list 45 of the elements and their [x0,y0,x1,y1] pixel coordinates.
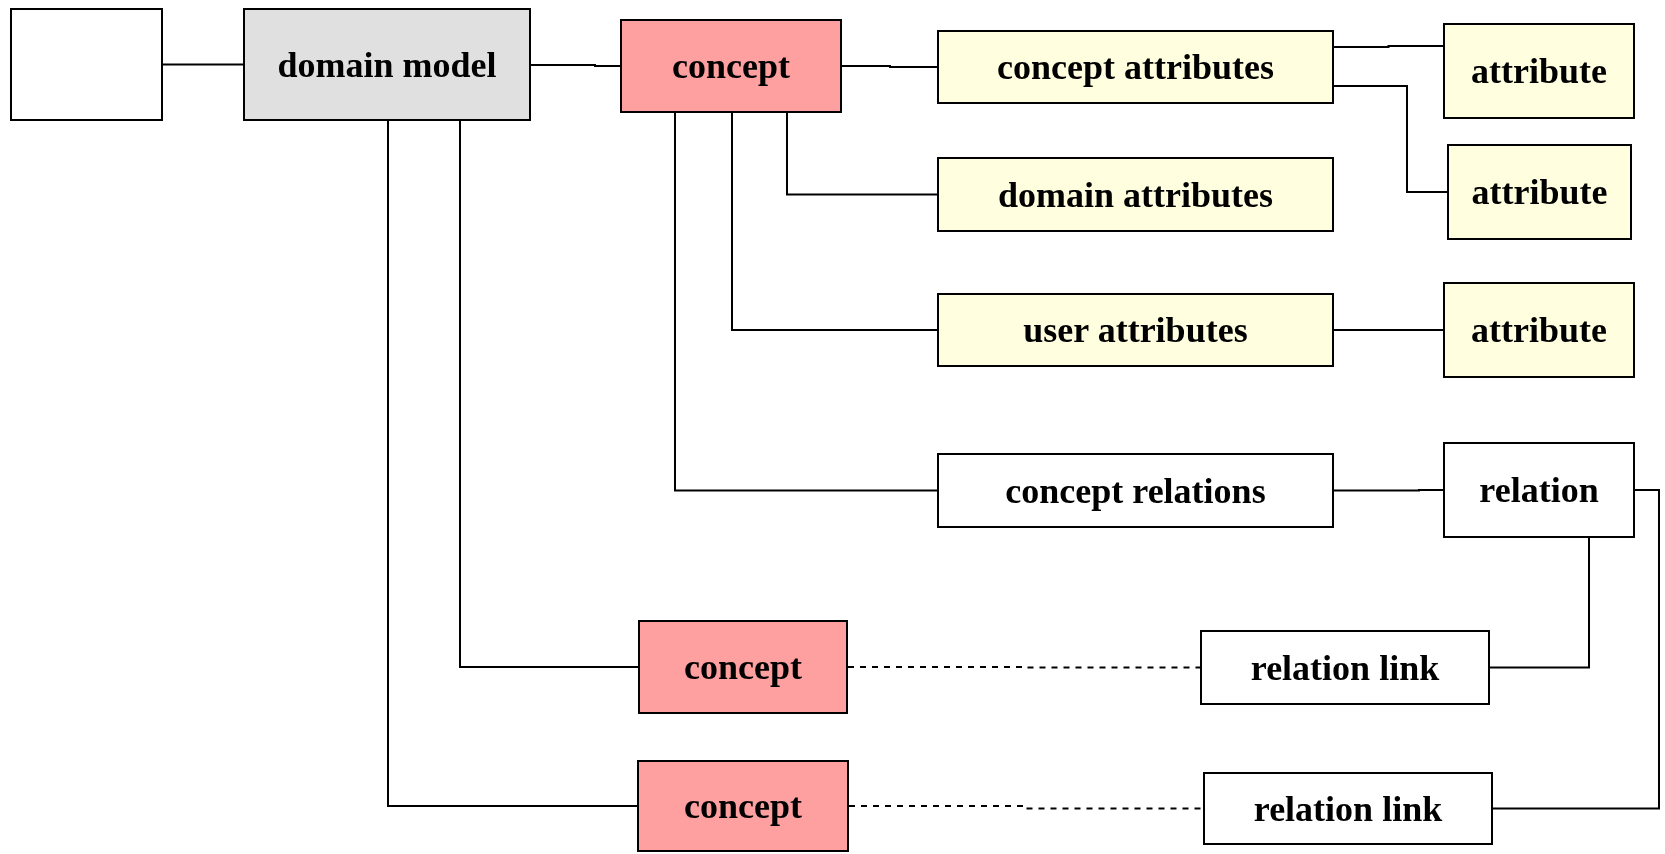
group-box [937,157,1334,232]
connector-line [674,112,938,492]
connector-line [387,120,638,807]
connector-line [459,120,639,668]
concept-box [620,19,842,113]
connector-line [1333,45,1444,48]
box-label: concept [672,45,790,87]
connector-line [530,64,621,67]
item-box [1447,144,1632,240]
box-label: domain model [277,43,497,86]
group-box [937,293,1334,367]
link-box [1200,630,1490,705]
box-label: relation link [1250,646,1440,689]
empty-box [10,8,163,121]
item-box [1443,23,1635,119]
concept-box [637,760,849,852]
connector-line [1492,489,1660,810]
connector-line [731,112,938,331]
link-box [1203,772,1493,845]
connector-line [1333,489,1444,492]
root-box [243,8,531,121]
connector-line [841,65,938,68]
box-label: user attributes [1023,309,1248,351]
connector-line [1333,329,1444,331]
concept-box [638,620,848,714]
box-label: concept relations [1005,469,1266,512]
box-label: attribute [1471,171,1608,213]
connector-line [847,666,1201,669]
box-label: concept attributes [997,46,1274,88]
connector-line [786,112,938,196]
connector-line [1333,85,1448,193]
group-box [937,30,1334,104]
item-box [1443,442,1635,538]
box-label: attribute [1471,50,1607,92]
box-label: attribute [1471,309,1607,351]
connector-line [162,63,244,66]
group-box [937,453,1334,528]
box-label: relation [1479,469,1599,511]
box-label: concept [684,785,802,827]
box-label: relation link [1253,787,1443,830]
connector-line [1489,537,1590,669]
item-box [1443,282,1635,378]
connector-line [848,805,1204,810]
box-label: concept [684,646,802,688]
box-label: domain attributes [998,173,1273,216]
